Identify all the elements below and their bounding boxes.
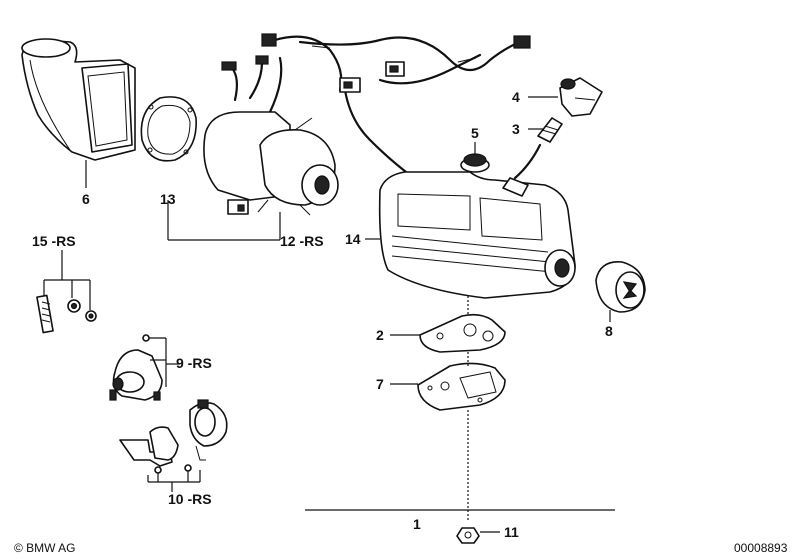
flange-plate	[417, 362, 506, 411]
heater-body	[378, 153, 576, 299]
wiring-harness	[261, 33, 531, 177]
label-part-13: 13	[160, 191, 176, 207]
burner-blower-motor	[203, 55, 339, 216]
fuel-connector	[559, 77, 603, 117]
label-part-15: 15 -RS	[32, 233, 76, 249]
label-part-6: 6	[82, 191, 90, 207]
copyright-text: © BMW AG	[14, 541, 76, 555]
label-part-4: 4	[512, 89, 520, 105]
diagram-number: 00008893	[734, 541, 788, 555]
label-part-2: 2	[376, 327, 384, 343]
label-part-8: 8	[605, 323, 613, 339]
label-part-11: 11	[504, 524, 519, 540]
label-part-12: 12 -RS	[280, 233, 324, 249]
fuel-fitting	[513, 117, 563, 180]
label-part-3: 3	[512, 121, 520, 137]
terminal-set	[36, 250, 97, 334]
label-part-5: 5	[471, 125, 479, 141]
air-intake-duct	[21, 38, 136, 161]
gasket	[140, 96, 197, 162]
label-part-14: 14	[345, 231, 361, 247]
label-part-1: 1	[413, 516, 421, 532]
mounting-gasket	[419, 313, 506, 353]
fan-impeller	[595, 261, 646, 313]
label-part-7: 7	[376, 376, 384, 392]
nut	[456, 527, 480, 544]
bracket-clamp	[119, 399, 228, 482]
switch-unit	[109, 334, 166, 401]
label-part-10: 10 -RS	[168, 491, 212, 507]
label-part-9: 9 -RS	[176, 355, 212, 371]
